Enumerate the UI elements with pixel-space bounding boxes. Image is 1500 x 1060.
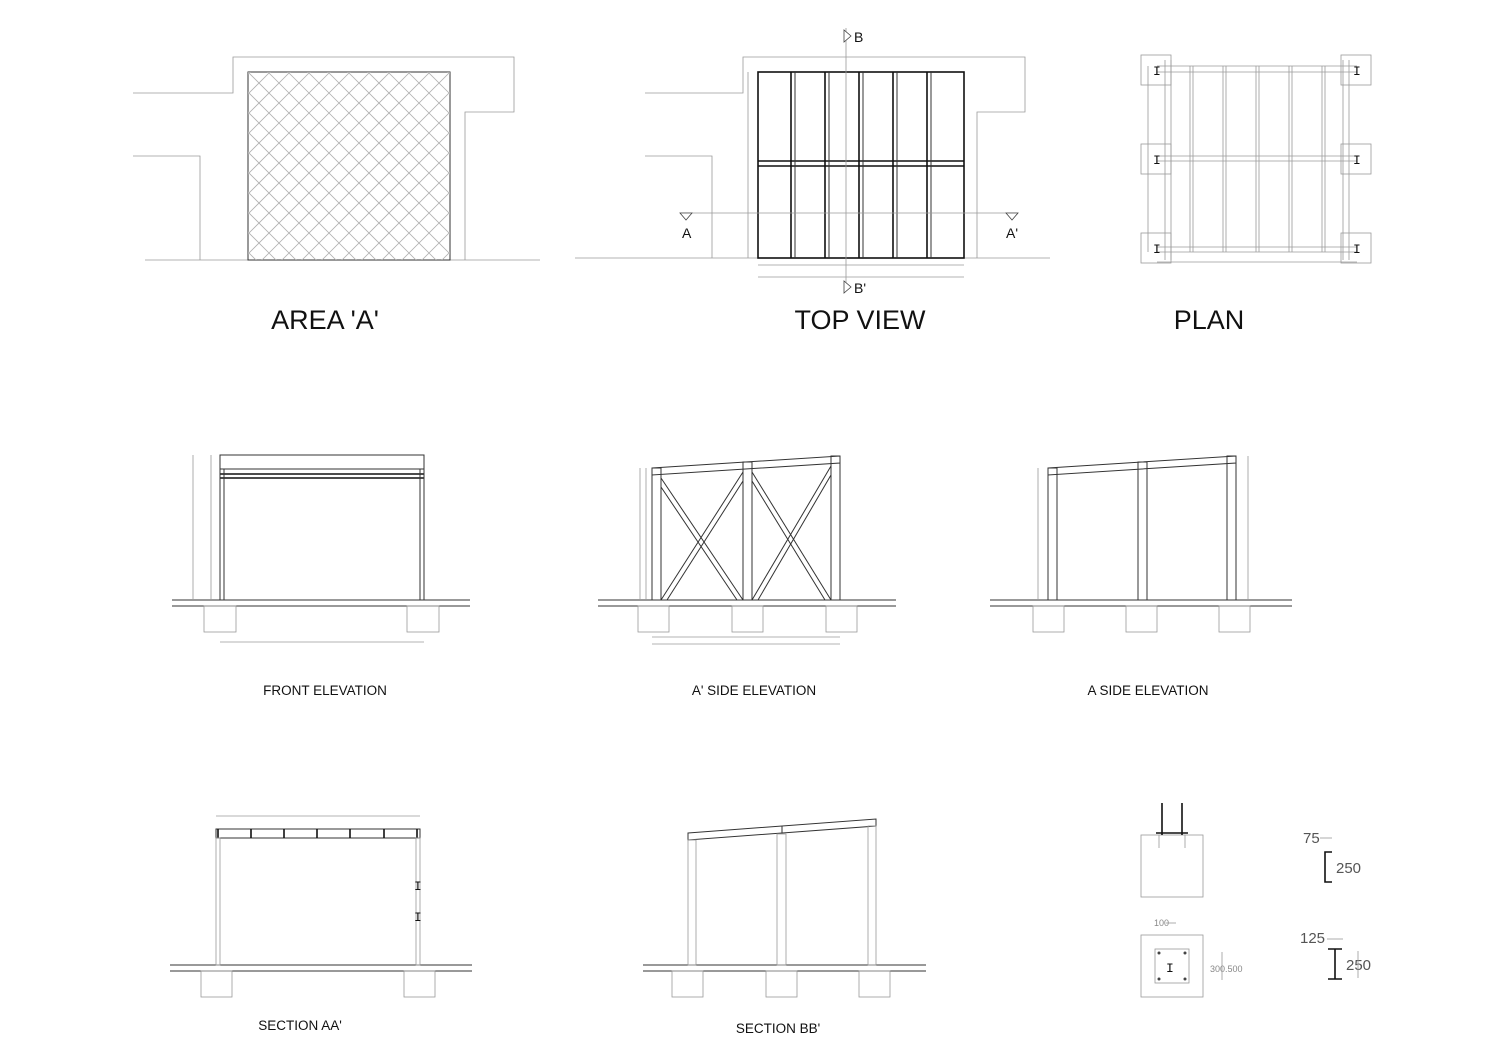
hatch-line: [367, 72, 450, 155]
hatch-line: [248, 72, 411, 235]
i-beam-flange-dim: 125: [1300, 930, 1325, 947]
column-base: [1340, 232, 1372, 264]
hatch-line: [248, 72, 431, 255]
a-prime-side-elevation: A' SIDE ELEVATION: [598, 455, 896, 698]
top-view: B B' A A' TOP VIEW: [575, 28, 1050, 335]
hatch-line: [387, 72, 450, 135]
area-a-hatched-region: [247, 71, 451, 261]
base-plate-size-dim: 300.500: [1210, 964, 1243, 974]
hatch-line: [248, 72, 331, 155]
footing: [406, 605, 440, 633]
column-base: [1140, 54, 1172, 86]
plan-title: PLAN: [1174, 305, 1245, 335]
hatch-line: [248, 171, 337, 260]
column-base: [1140, 143, 1172, 175]
channel-flange-dim: 75: [1303, 830, 1320, 847]
base-plate-detail: [1140, 934, 1204, 998]
section-a-prime-label: A': [1006, 225, 1018, 241]
section-a-arrow-icon: [679, 212, 693, 221]
footing: [203, 605, 237, 633]
section-b-prime-arrow-icon: [843, 280, 852, 294]
channel-section-icon: [1324, 851, 1332, 883]
base-plate-offset-dim: 100: [1154, 918, 1169, 928]
plan-view: I I I I I I PLAN: [1140, 54, 1372, 335]
i-beam-icon: I: [414, 910, 422, 925]
column-base: [1340, 54, 1372, 86]
hatch-line: [407, 72, 450, 115]
hatch-line: [441, 251, 450, 260]
hatch-line: [248, 72, 351, 175]
connection-details: I 100 300.500 75 250 125 250: [1140, 803, 1371, 998]
area-a-view: AREA 'A': [133, 56, 540, 474]
hatch-line: [401, 211, 450, 260]
hatch-line: [261, 72, 450, 260]
i-beam-icon: I: [414, 879, 422, 894]
hatch-line: [381, 191, 450, 260]
hatch-line: [248, 72, 311, 135]
hatch-line: [347, 72, 450, 175]
i-beam-column-icon: I: [1153, 242, 1161, 257]
section-b-prime-label: B': [854, 280, 866, 296]
i-beam-column-icon: I: [1153, 153, 1161, 168]
section-aa-title: SECTION AA': [258, 1018, 342, 1033]
hatch-line: [248, 72, 291, 115]
hatch-line: [281, 91, 450, 260]
a-side-elevation-title: A SIDE ELEVATION: [1087, 683, 1208, 698]
channel-depth-dim: 250: [1336, 860, 1361, 877]
i-beam-column-icon: I: [1353, 242, 1361, 257]
hatch-line: [248, 72, 371, 195]
column-base: [1340, 143, 1372, 175]
hatch-line: [248, 251, 257, 260]
i-beam-section-icon: [1328, 948, 1342, 980]
hatch-line: [341, 151, 450, 260]
hatch-line: [447, 72, 450, 75]
hatch-line: [248, 72, 271, 95]
i-beam-depth-dim: 250: [1346, 957, 1371, 974]
i-beam-column-icon: I: [1353, 64, 1361, 79]
front-elevation-title: FRONT ELEVATION: [263, 683, 387, 698]
column-base: [1140, 232, 1172, 264]
section-a-label: A: [682, 225, 692, 241]
a-side-elevation: A SIDE ELEVATION: [990, 455, 1292, 698]
hatch-line: [248, 72, 391, 215]
section-aa: I I SECTION AA': [170, 815, 472, 1033]
section-bb: SECTION BB': [643, 818, 926, 1036]
hatch-line: [248, 72, 251, 75]
diamond-hatch-pattern: [248, 72, 450, 474]
section-b-arrow-icon: [843, 29, 852, 43]
hatch-line: [321, 131, 450, 260]
section-a-prime-arrow-icon: [1005, 212, 1019, 221]
footing-detail: [1140, 834, 1204, 898]
top-view-title: TOP VIEW: [794, 305, 926, 335]
i-beam-icon: I: [1166, 961, 1174, 976]
hatch-line: [248, 211, 297, 260]
hatch-line: [427, 72, 450, 95]
i-beam-column-icon: I: [1153, 64, 1161, 79]
a-prime-side-elevation-title: A' SIDE ELEVATION: [692, 683, 816, 698]
hatch-line: [248, 191, 317, 260]
i-beam-column-icon: I: [1353, 153, 1361, 168]
hatch-line: [301, 111, 450, 260]
section-b-label: B: [854, 29, 863, 45]
hatch-line: [361, 171, 450, 260]
hatch-line: [327, 72, 450, 195]
section-bb-title: SECTION BB': [736, 1021, 820, 1036]
area-a-title: AREA 'A': [271, 305, 379, 335]
roof-beam: [219, 454, 425, 470]
hatch-line: [248, 272, 450, 474]
hatch-line: [248, 272, 450, 474]
front-elevation: FRONT ELEVATION: [172, 454, 470, 698]
top-view-frame: [757, 71, 965, 259]
